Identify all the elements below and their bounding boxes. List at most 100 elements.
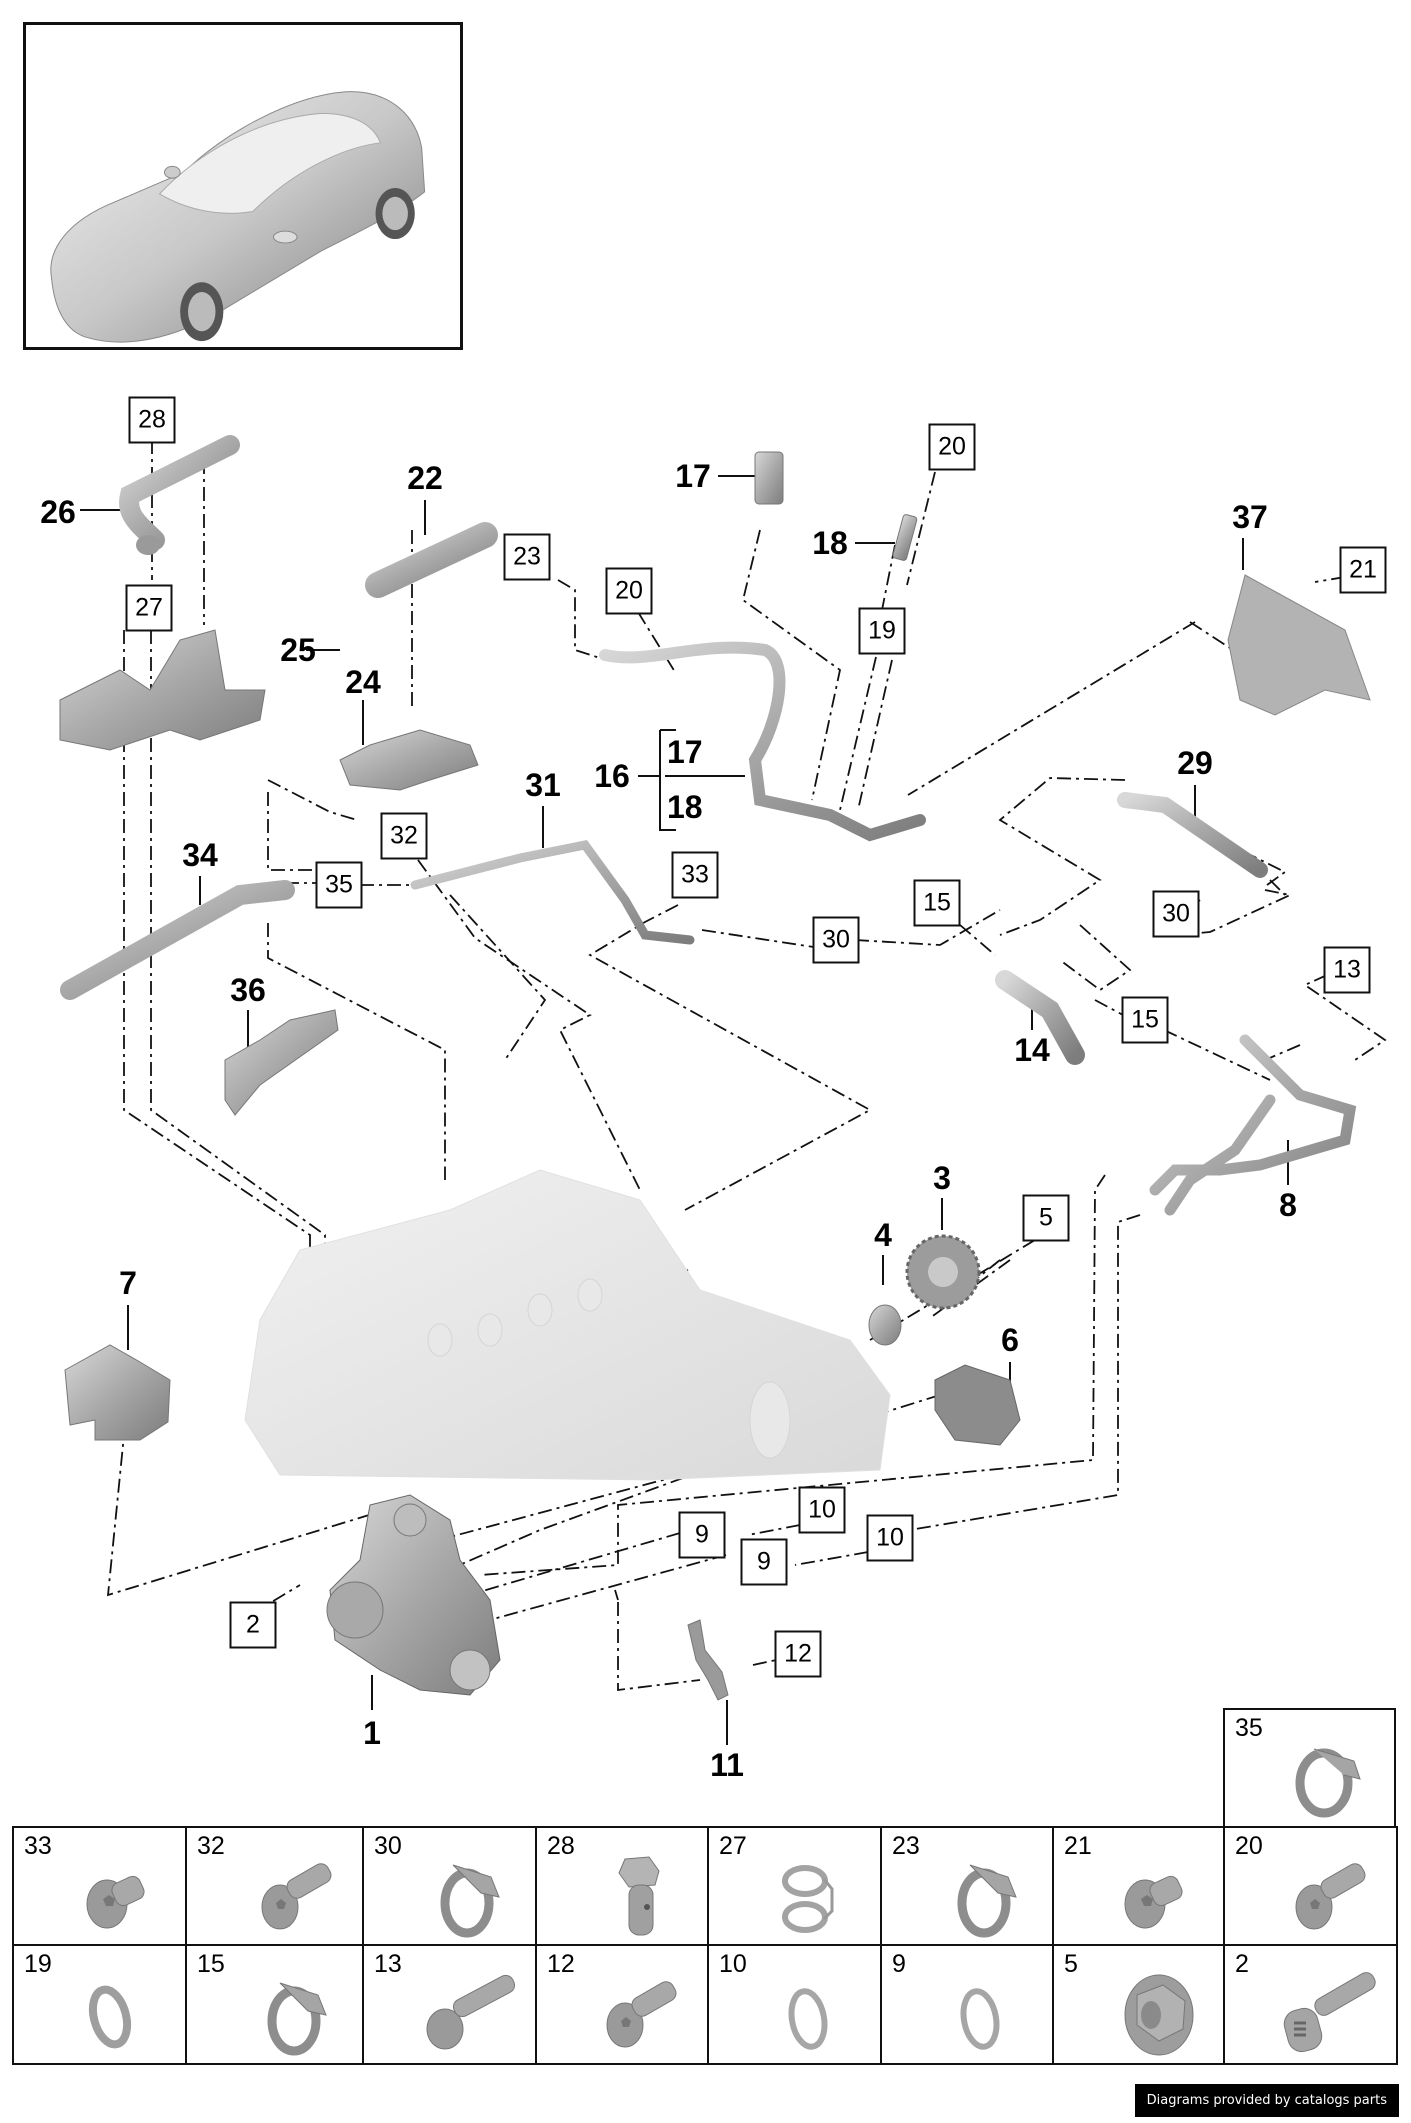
parts-cell-28[interactable]: 28	[535, 1826, 709, 1947]
callout-7[interactable]: 7	[119, 1265, 137, 1301]
flange-bolt-icon	[1295, 1863, 1366, 1930]
ref-box-9-upper[interactable]: 9	[678, 1511, 726, 1559]
ref-box-21[interactable]: 21	[1339, 546, 1387, 594]
parts-cell-33[interactable]: 33	[12, 1826, 187, 1947]
ref-box-5[interactable]: 5	[1022, 1194, 1070, 1242]
parts-cell-number: 9	[892, 1950, 906, 1978]
callout-16-sub-17[interactable]: 17	[667, 734, 703, 770]
ref-box-32[interactable]: 32	[380, 812, 428, 860]
ref-box-20-top[interactable]: 20	[928, 423, 976, 471]
parts-cell-30[interactable]: 30	[362, 1826, 537, 1947]
ref-box-19[interactable]: 19	[858, 607, 906, 655]
parts-cell-number: 20	[1235, 1832, 1263, 1860]
callout-8[interactable]: 8	[1279, 1187, 1297, 1223]
parts-cell-number: 27	[719, 1832, 747, 1860]
ref-box-35[interactable]: 35	[315, 861, 363, 909]
parts-cell-top[interactable]: 35	[1223, 1708, 1396, 1829]
ref-box-27[interactable]: 27	[125, 584, 173, 632]
ref-box-15-lower[interactable]: 15	[1121, 996, 1169, 1044]
callout-22[interactable]: 22	[407, 460, 443, 496]
ref-box-10-lower[interactable]: 10	[866, 1514, 914, 1562]
parts-cell-21[interactable]: 21	[1052, 1826, 1225, 1947]
callout-11[interactable]: 11	[710, 1747, 744, 1783]
part-34-pipe	[60, 880, 295, 1000]
part-11-bracket	[687, 1619, 729, 1701]
callout-29[interactable]: 29	[1177, 745, 1213, 781]
ref-box-30-hidden[interactable]: 33	[671, 851, 719, 899]
callout-6[interactable]: 6	[1001, 1322, 1019, 1358]
ref-box-10-upper[interactable]: 10	[798, 1486, 846, 1534]
ref-box-30-lower[interactable]: 30	[812, 916, 860, 964]
parts-cell-32[interactable]: 32	[185, 1826, 364, 1947]
parts-cell-number: 5	[1064, 1950, 1078, 1978]
parts-cell-number: 15	[197, 1950, 225, 1978]
parts-cell-number: 35	[1235, 1714, 1263, 1742]
sealing-ring-icon	[788, 1988, 828, 2050]
part-14-hose	[995, 970, 1085, 1065]
hose-clamp-icon	[957, 1864, 1017, 1938]
part-37-heat-shield	[1227, 574, 1371, 716]
callout-17[interactable]: 17	[675, 458, 711, 494]
ref-box-2[interactable]: 2	[229, 1601, 277, 1649]
callout-1[interactable]: 1	[363, 1715, 381, 1751]
parts-cell-15[interactable]: 15	[185, 1944, 364, 2065]
ref-box-12[interactable]: 12	[774, 1630, 822, 1678]
parts-cell-number: 12	[547, 1950, 575, 1978]
parts-cell-9[interactable]: 9	[880, 1944, 1054, 2065]
parts-cell-5[interactable]: 5	[1052, 1944, 1225, 2065]
parts-cell-13[interactable]: 13	[362, 1944, 537, 2065]
parts-cell-19[interactable]: 19	[12, 1944, 187, 2065]
parts-cell-27[interactable]: 27	[707, 1826, 882, 1947]
part-4-bushing	[868, 1304, 902, 1346]
o-ring-icon	[88, 1985, 132, 2049]
callout-16[interactable]: 16	[594, 758, 630, 794]
parts-cell-number: 32	[197, 1832, 225, 1860]
part-18-sensor	[892, 514, 918, 561]
part-24-bracket	[339, 729, 479, 791]
callout-24[interactable]: 24	[345, 664, 381, 700]
car-icon	[50, 91, 426, 343]
part-7-cover	[64, 1344, 171, 1441]
part-29-pipe	[1117, 792, 1268, 878]
parts-cell-20[interactable]: 20	[1223, 1826, 1398, 1947]
callout-25[interactable]: 25	[280, 632, 316, 668]
vehicle-overview-frame	[23, 22, 463, 350]
callout-16-sub-18[interactable]: 18	[667, 789, 703, 825]
parts-cell-number: 21	[1064, 1832, 1092, 1860]
sealing-rings-icon	[782, 1865, 834, 1933]
ref-box-30-right[interactable]: 30	[1152, 890, 1200, 938]
callout-37[interactable]: 37	[1232, 499, 1268, 535]
callout-34[interactable]: 34	[182, 837, 218, 873]
ref-box-15-upper[interactable]: 15	[913, 879, 961, 927]
ref-box-20-mid[interactable]: 20	[605, 567, 653, 615]
parts-cell-2[interactable]: 2	[1223, 1944, 1398, 2065]
callout-3[interactable]: 3	[933, 1160, 951, 1196]
parts-cell-23[interactable]: 23	[880, 1826, 1054, 1947]
parts-cell-number: 13	[374, 1950, 402, 1978]
flange-bolt-short-icon	[1124, 1875, 1183, 1929]
flange-bolt-icon	[261, 1863, 332, 1930]
part-17-sensor	[754, 451, 784, 505]
callout-4[interactable]: 4	[874, 1217, 892, 1253]
ref-box-23[interactable]: 23	[503, 533, 551, 581]
banjo-bolt-icon	[618, 1856, 660, 1936]
ref-box-28[interactable]: 28	[128, 396, 176, 444]
parts-cell-number: 33	[24, 1832, 52, 1860]
sealing-ring-icon	[960, 1988, 1000, 2050]
parts-cell-10[interactable]: 10	[707, 1944, 882, 2065]
part-25-bracket	[59, 629, 266, 751]
ref-box-13[interactable]: 13	[1323, 946, 1371, 994]
callout-14[interactable]: 14	[1014, 1032, 1050, 1068]
parts-cell-number: 19	[24, 1950, 52, 1978]
ref-box-9-lower[interactable]: 9	[740, 1538, 788, 1586]
hose-clamp-icon	[440, 1864, 500, 1938]
engine-block	[244, 1169, 891, 1481]
part-3-sprocket	[905, 1234, 981, 1310]
part-16-fuel-pipe	[599, 641, 926, 842]
flange-nut-icon	[1124, 1974, 1194, 2056]
callout-36[interactable]: 36	[230, 972, 266, 1008]
callout-26[interactable]: 26	[40, 494, 76, 530]
callout-18[interactable]: 18	[812, 525, 848, 561]
parts-cell-12[interactable]: 12	[535, 1944, 709, 2065]
callout-31[interactable]: 31	[525, 767, 561, 803]
